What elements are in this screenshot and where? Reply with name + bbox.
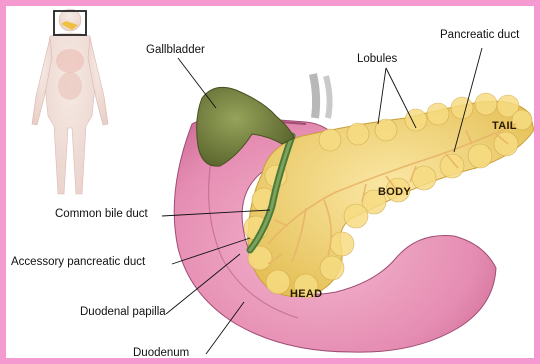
- region-head: HEAD: [290, 288, 322, 300]
- label-pancreatic-duct: Pancreatic duct: [440, 29, 519, 42]
- label-lobules: Lobules: [357, 53, 397, 66]
- body-thumbnail: [32, 9, 108, 194]
- region-body: BODY: [378, 186, 411, 198]
- blood-vessels: [313, 74, 330, 118]
- label-accessory-pancreatic-duct: Accessory pancreatic duct: [11, 256, 145, 269]
- label-common-bile-duct: Common bile duct: [55, 208, 148, 221]
- label-duodenum: Duodenum: [133, 347, 189, 358]
- label-duodenal-papilla: Duodenal papilla: [80, 306, 166, 319]
- region-tail: TAIL: [492, 120, 517, 132]
- diagram-canvas: Gallbladder Lobules Pancreatic duct Comm…: [6, 6, 534, 358]
- label-gallbladder: Gallbladder: [146, 44, 205, 57]
